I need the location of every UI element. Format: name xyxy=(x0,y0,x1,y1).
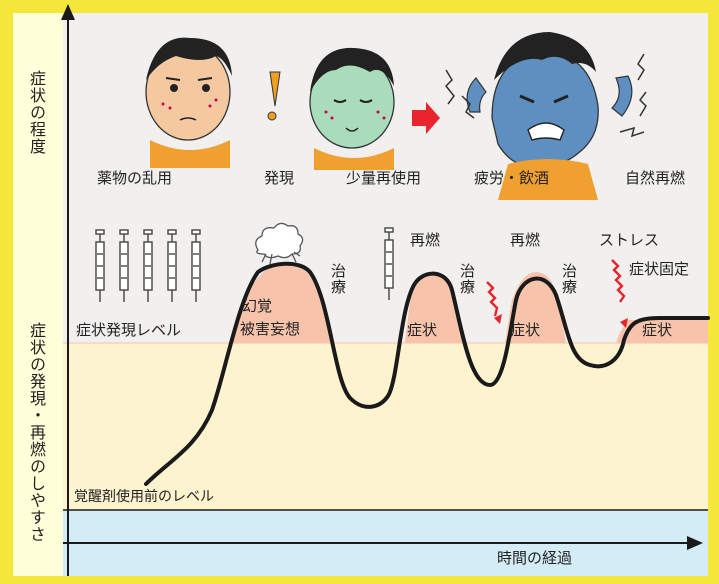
exclamation-icon xyxy=(267,71,281,121)
syringe-icon xyxy=(167,229,177,302)
stage-label-spontaneous-relapse: 自然再燃 xyxy=(625,169,686,187)
syringe-icon xyxy=(95,229,105,302)
lightning-icon xyxy=(486,281,502,324)
fixed-symptoms-label: 症状固定 xyxy=(629,260,690,278)
x-axis-arrowhead xyxy=(687,536,703,550)
syringe-icon xyxy=(143,229,153,302)
relapse-label-1: 再燃 xyxy=(410,231,441,249)
persecution-label: 被害妄想 xyxy=(240,320,301,338)
treatment-label-1: 治療 xyxy=(329,263,347,295)
plateau-area xyxy=(626,320,708,343)
symptom-label-3: 症状 xyxy=(642,321,673,339)
symptom-label-1: 症状 xyxy=(407,321,438,339)
arrow-right-icon xyxy=(412,102,440,134)
y-axis-sidebar xyxy=(13,13,63,576)
lightning-icon xyxy=(611,259,628,328)
syringe-group xyxy=(95,227,394,302)
symptom-level-label: 症状発現レベル xyxy=(76,321,182,339)
sick-face-icon xyxy=(309,47,395,170)
stage-label-onset: 発現 xyxy=(264,169,295,187)
syringe-icon xyxy=(384,227,394,300)
y-axis-arrowhead xyxy=(61,4,75,20)
symptom-label-2: 症状 xyxy=(510,321,541,339)
angry-face-icon xyxy=(466,32,633,200)
syringe-icon xyxy=(191,229,201,302)
stage-label-small-reuse: 少量再使用 xyxy=(346,169,422,187)
treatment-label-3: 治療 xyxy=(560,263,578,295)
relapse-curve xyxy=(144,261,710,486)
y-axis-label-top: 症状の程度 xyxy=(27,70,46,155)
normal-face-icon xyxy=(145,37,232,168)
baseline-level-label: 覚醒剤使用前のレベル xyxy=(74,489,214,505)
lower-panel xyxy=(63,343,708,510)
relapse-label-2: 再燃 xyxy=(510,231,541,249)
peak-area-1 xyxy=(232,262,330,343)
hallucination-label: 幻覚 xyxy=(242,297,273,315)
syringe-icon xyxy=(119,229,129,302)
stress-label: ストレス xyxy=(599,231,660,249)
agitation-lines xyxy=(444,53,647,138)
stage-label-abuse: 薬物の乱用 xyxy=(97,169,173,187)
x-axis-label: 時間の経過 xyxy=(497,549,573,567)
y-axis-label-bottom: 症状の発現・再燃のしやすさ xyxy=(27,322,46,543)
treatment-label-2: 治療 xyxy=(458,263,476,295)
explosion-icon xyxy=(255,222,304,265)
peak-area-2 xyxy=(405,272,462,343)
stage-label-fatigue-drinking: 疲労・飲酒 xyxy=(474,169,550,187)
